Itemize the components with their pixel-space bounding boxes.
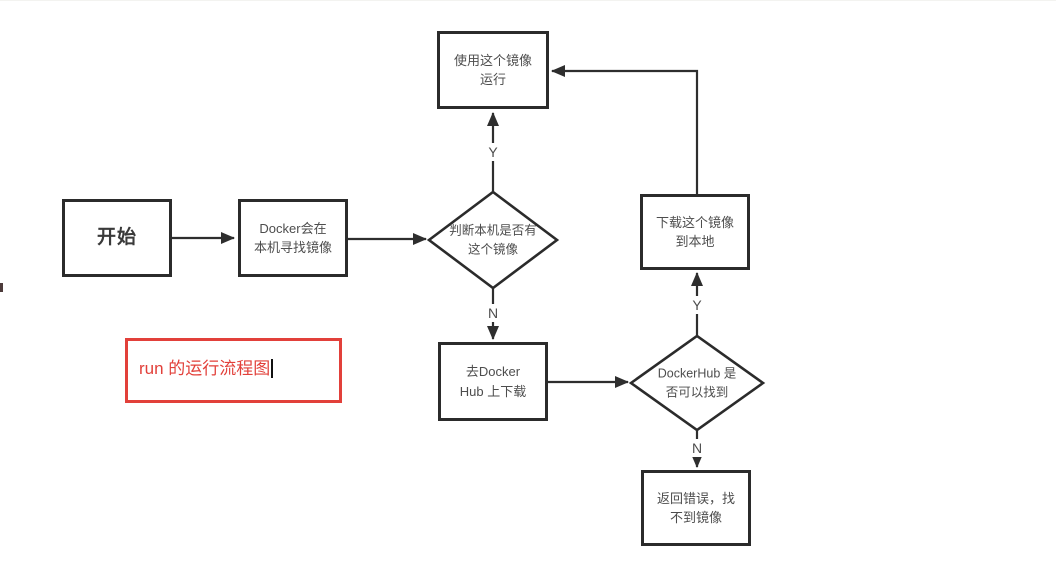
node-go-hub[interactable]: 去Docker Hub 上下载 bbox=[438, 342, 548, 421]
decision-check-hub-label: DockerHub 是 否可以找到 bbox=[657, 366, 737, 399]
edge-label-hub-no[interactable]: N bbox=[687, 439, 707, 457]
node-use-image[interactable]: 使用这个镜像 运行 bbox=[437, 31, 549, 109]
node-start[interactable]: 开始 bbox=[62, 199, 172, 277]
edge-download-to-use[interactable] bbox=[551, 65, 699, 194]
node-download-local-label: 下载这个镜像 到本地 bbox=[655, 214, 734, 250]
edge-label-local-no[interactable]: N bbox=[483, 304, 503, 322]
decision-check-local-label: 判断本机是否有 这个镜像 bbox=[449, 223, 537, 256]
edge-label-hub-yes[interactable]: Y bbox=[688, 296, 706, 314]
decision-check-local-shape[interactable] bbox=[426, 190, 560, 290]
node-go-hub-label: 去Docker Hub 上下载 bbox=[459, 364, 527, 399]
edge-label-local-yes[interactable]: Y bbox=[484, 143, 502, 161]
annotation-text: run 的运行流程图 bbox=[139, 359, 271, 378]
decision-check-hub-shape[interactable] bbox=[628, 334, 766, 432]
node-find-local[interactable]: Docker会在 本机寻找镜像 bbox=[238, 199, 348, 277]
annotation-textbox[interactable]: run 的运行流程图 bbox=[125, 338, 342, 403]
top-edge-artifact bbox=[0, 0, 1056, 1]
node-return-error[interactable]: 返回错误，找 不到镜像 bbox=[641, 470, 751, 546]
node-start-label: 开始 bbox=[96, 226, 137, 248]
left-edge-artifact bbox=[0, 283, 3, 292]
node-return-error-label: 返回错误，找 不到镜像 bbox=[656, 490, 735, 526]
node-use-image-label: 使用这个镜像 运行 bbox=[453, 52, 532, 88]
node-download-local[interactable]: 下载这个镜像 到本地 bbox=[640, 194, 750, 270]
node-find-local-label: Docker会在 本机寻找镜像 bbox=[253, 220, 332, 256]
text-cursor bbox=[271, 359, 274, 378]
